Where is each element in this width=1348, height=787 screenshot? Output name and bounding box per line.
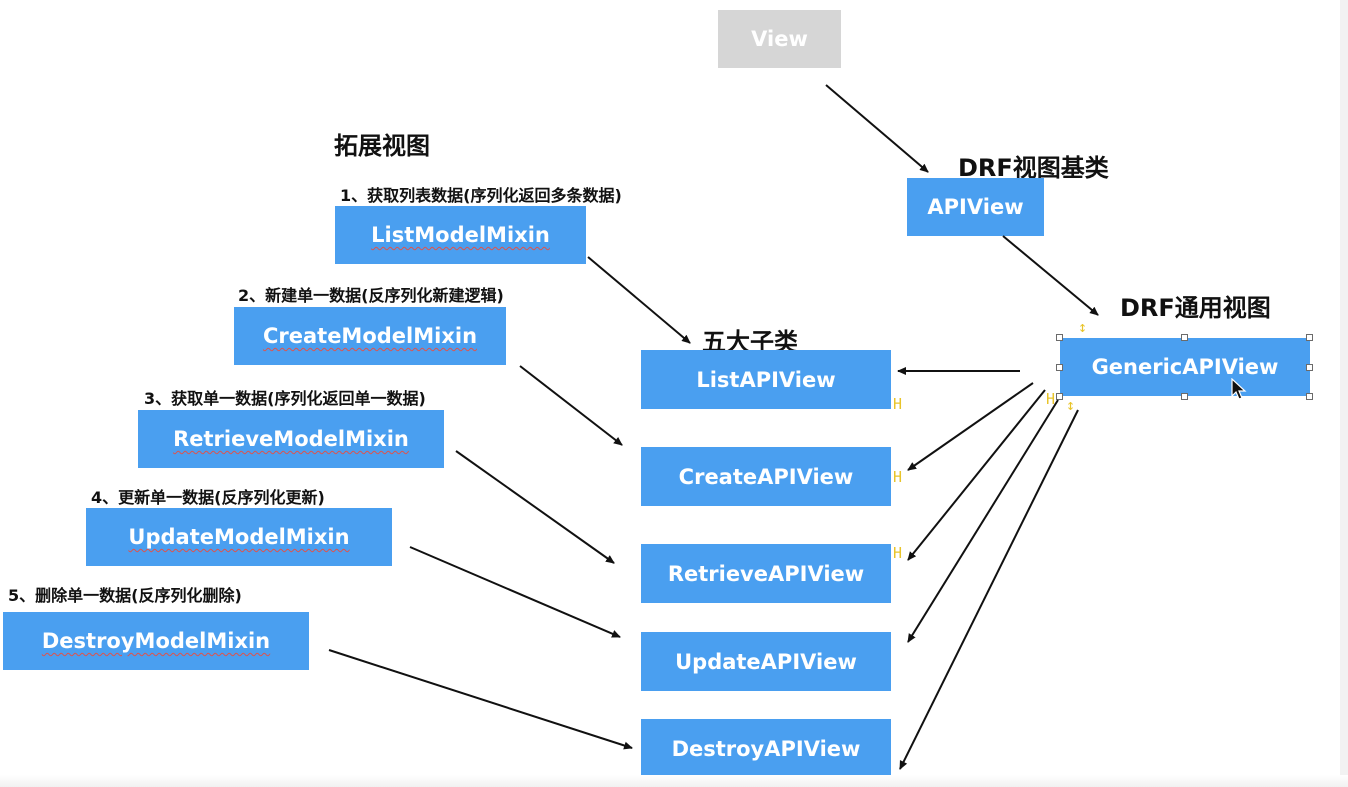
retrievemodelmixin-node: RetrieveModelMixin [138, 410, 444, 468]
arrow-apiview-to-generic [1002, 235, 1099, 316]
createapiview-node: CreateAPIView [641, 447, 891, 506]
mixin-caption-retrieve: 3、获取单一数据(序列化返回单一数据) [144, 389, 426, 408]
createapiview-label: CreateAPIView [678, 464, 854, 489]
generic-heading: DRF通用视图 [1120, 294, 1271, 322]
mouse-cursor-icon [1231, 378, 1247, 400]
spacing-guide-icon: ↕ [1066, 396, 1076, 414]
destroyapiview-node: DestroyAPIView [641, 719, 891, 778]
genericapiview-node-label: GenericAPIView [1091, 355, 1279, 379]
updatemodelmixin-node: UpdateModelMixin [86, 508, 392, 566]
arrow-generic-to-update [907, 399, 1059, 643]
spacing-guide-icon: H [893, 395, 903, 413]
createmodelmixin-node: CreateModelMixin [234, 307, 506, 365]
listmodelmixin-label: ListModelMixin [371, 223, 550, 247]
resize-handle-icon[interactable] [1181, 334, 1188, 341]
window-bottom-edge [0, 775, 1348, 787]
destroyapiview-label: DestroyAPIView [671, 736, 861, 761]
spacing-guide-icon: H [893, 468, 903, 486]
extensions-heading: 拓展视图 [334, 132, 430, 160]
view-node: View [718, 10, 841, 68]
arrow-view-to-apiview [825, 84, 929, 173]
arrow-generic-to-destroy [899, 409, 1079, 770]
arrow-updatemixin-to-subclasses [409, 546, 621, 638]
resize-handle-icon[interactable] [1181, 393, 1188, 400]
genericapiview-node[interactable]: GenericAPIView [1060, 338, 1310, 396]
updateapiview-label: UpdateAPIView [675, 649, 857, 674]
spacing-guide-icon: H [1046, 390, 1056, 408]
arrow-generic-to-retrieve [907, 389, 1046, 561]
updateapiview-node: UpdateAPIView [641, 632, 891, 691]
createmodelmixin-label: CreateModelMixin [262, 324, 478, 348]
window-edge [1340, 0, 1348, 787]
arrow-generic-to-create [907, 382, 1034, 471]
destroymodelmixin-node: DestroyModelMixin [3, 612, 309, 670]
arrow-createmixin-to-subclasses [519, 365, 623, 446]
apiview-node: APIView [907, 178, 1044, 236]
arrow-listmixin-to-subclasses [587, 256, 691, 344]
listapiview-label: ListAPIView [696, 367, 836, 392]
updatemodelmixin-label: UpdateModelMixin [128, 525, 350, 549]
retrieveapiview-label: RetrieveAPIView [667, 561, 865, 586]
mixin-caption-update: 4、更新单一数据(反序列化更新) [91, 488, 325, 507]
spacing-guide-icon: H [893, 544, 903, 562]
base-heading: DRF视图基类 [958, 154, 1109, 182]
destroymodelmixin-label: DestroyModelMixin [41, 629, 271, 653]
arrow-destroymixin-to-subclasses [328, 649, 633, 750]
listapiview-node: ListAPIView [641, 350, 891, 409]
spacing-guide-icon: ↕ [1078, 318, 1088, 336]
resize-handle-icon[interactable] [1056, 334, 1063, 341]
apiview-node-label: APIView [927, 195, 1024, 219]
resize-handle-icon[interactable] [1306, 393, 1313, 400]
resize-handle-icon[interactable] [1306, 364, 1313, 371]
retrieveapiview-node: RetrieveAPIView [641, 544, 891, 603]
mixin-caption-destroy: 5、删除单一数据(反序列化删除) [8, 586, 242, 605]
arrow-retrievemixin-to-subclasses [455, 450, 615, 564]
resize-handle-icon[interactable] [1056, 364, 1063, 371]
retrievemodelmixin-label: RetrieveModelMixin [173, 427, 409, 451]
resize-handle-icon[interactable] [1056, 393, 1063, 400]
mixin-caption-create: 2、新建单一数据(反序列化新建逻辑) [238, 286, 504, 305]
mixin-caption-list: 1、获取列表数据(序列化返回多条数据) [340, 186, 622, 205]
resize-handle-icon[interactable] [1306, 334, 1313, 341]
listmodelmixin-node: ListModelMixin [335, 206, 586, 264]
view-node-label: View [751, 27, 808, 51]
